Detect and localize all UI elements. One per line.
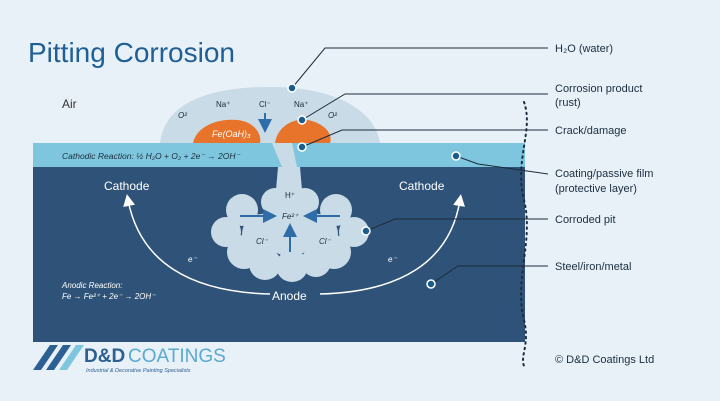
callout-crack: Crack/damage (555, 125, 627, 137)
electron-flow-left (123, 194, 271, 295)
rust-deposit-right (275, 119, 331, 143)
callout-steel: Steel/iron/metal (555, 261, 631, 273)
callout-pit: Corroded pit (555, 214, 616, 226)
anodic-reaction-title: Anodic Reaction: (61, 281, 122, 290)
pit-h-plus: H⁺ (285, 191, 295, 200)
page-title: Pitting Corrosion (28, 37, 235, 68)
electron-label-right: e⁻ (388, 255, 397, 264)
rust-formula: Fe(OaH)₃ (212, 129, 251, 139)
pit-fe-ion: Fe²⁺ (282, 212, 299, 221)
cathode-left-label: Cathode (104, 179, 150, 193)
cathode-right-label: Cathode (399, 179, 445, 193)
droplet-o2-right: O² (328, 111, 337, 120)
logo-brand-light: COATINGS (128, 346, 226, 367)
cathodic-reaction: Cathodic Reaction: ½ H₂O + O₂ + 2e⁻ → 2O… (62, 151, 241, 161)
anode-label: Anode (272, 289, 307, 303)
anodic-reaction-equation: Fe → Fe²⁺ + 2e⁻ → 2OH⁻ (62, 292, 156, 301)
copyright: © D&D Coatings Ltd (555, 354, 654, 366)
droplet-o2-left: O² (178, 111, 187, 120)
electron-label-left: e⁻ (188, 255, 197, 264)
callout-lines (291, 47, 549, 285)
electron-flow-right (319, 194, 465, 295)
callout-coating-line2: (protective layer) (555, 183, 637, 195)
company-logo: D&D COATINGS Industrial & Decorative Pai… (33, 345, 226, 374)
callout-water: H₂O (water) (555, 43, 613, 55)
droplet-na-left: Na⁺ (216, 100, 230, 109)
logo-stripes-icon (33, 345, 84, 370)
pit-cl-right: Cl⁻ (319, 237, 332, 246)
logo-tagline: Industrial & Decorative Painting Special… (86, 368, 191, 374)
logo-brand-bold: D&D (84, 346, 125, 367)
rust-deposit-left (193, 119, 261, 143)
coating-crack (272, 143, 297, 167)
droplet-cl: Cl⁻ (259, 100, 271, 109)
droplet-na-right: Na⁺ (294, 100, 308, 109)
break-line (520, 101, 528, 367)
callout-rust-line2: (rust) (555, 97, 581, 109)
pit-cl-left: Cl⁻ (256, 237, 269, 246)
callout-rust-line1: Corrosion product (555, 83, 642, 95)
air-label: Air (62, 97, 77, 111)
callout-coating-line1: Coating/passive film (555, 168, 653, 180)
callout-dots (287, 83, 461, 289)
